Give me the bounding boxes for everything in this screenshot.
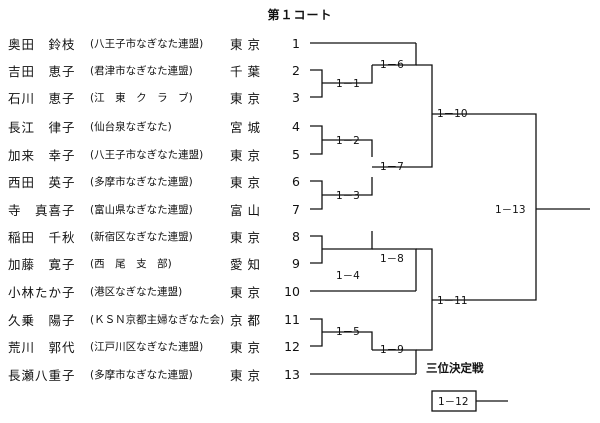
player-row: 寺 真喜子 (富山県なぎなた連盟) 富山 7 [8,200,308,218]
match-label-6: 1－6 [380,59,404,71]
line-m1 [322,65,373,84]
player-prefecture: 東京 [230,90,266,106]
player-prefecture: 京都 [230,312,266,328]
match-label-9: 1－9 [380,344,404,356]
line-p6-p7 [310,180,323,210]
player-row: 荒川 郭代 (江戸川区なぎなた連盟) 東京 12 [8,337,308,355]
match-labels: 1－1 1－2 1－3 1－4 1－5 1－6 1－7 1－8 1－9 1－10… [336,59,526,408]
player-prefecture: 愛知 [230,256,266,272]
bracket-paths [310,42,590,412]
player-number: 1 [292,35,300,51]
player-number: 4 [292,118,300,134]
player-prefecture: 東京 [230,367,266,383]
match-label-5: 1－5 [336,326,360,338]
player-prefecture: 宮城 [230,119,266,135]
player-prefecture: 東京 [230,174,266,190]
line-m13 [432,113,537,301]
player-club: (仙台泉なぎなた) [90,120,172,133]
player-name: 稲田 千秋 [8,229,76,245]
player-name: 長瀬八重子 [8,367,76,383]
player-name: 石川 恵子 [8,90,76,106]
player-row: 小林たか子 (港区なぎなた連盟) 東京 10 [8,282,308,300]
line-m4 [322,231,373,250]
player-prefecture: 東京 [230,36,266,52]
player-number: 8 [292,228,300,244]
player-number: 7 [292,201,300,217]
court-title: 第１コート [267,8,333,22]
player-number: 13 [284,366,300,382]
player-name: 加来 幸子 [8,147,76,163]
player-number: 9 [292,255,300,271]
player-number: 12 [284,338,300,354]
match-label-3: 1－3 [336,190,360,202]
player-club: (多摩市なぎなた連盟) [90,368,193,381]
player-prefecture: 千葉 [230,63,266,79]
player-club: (富山県なぎなた連盟) [90,203,193,216]
line-p11-p12 [310,318,323,347]
match-label-7: 1－7 [380,161,404,173]
player-row: 吉田 恵子 (君津市なぎなた連盟) 千葉 2 [8,61,308,79]
player-number: 2 [292,62,300,78]
player-prefecture: 東京 [230,284,266,300]
player-row: 稲田 千秋 (新宿区なぎなた連盟) 東京 8 [8,227,308,245]
line-p2-p3 [310,69,323,98]
player-club: (君津市なぎなた連盟) [90,64,193,77]
player-club: (江 東 ク ラ ブ) [90,91,193,104]
match-label-12: 1－12 [438,396,469,408]
player-row: 長江 律子 (仙台泉なぎなた) 宮城 4 [8,117,308,135]
line-p8-p9 [310,235,323,264]
player-prefecture: 東京 [230,147,266,163]
player-name: 寺 真喜子 [8,202,76,218]
player-name: 小林たか子 [8,284,76,300]
third-place-label: 三位決定戦 [426,361,484,375]
line-m11 [416,248,433,351]
match-label-8: 1－8 [380,253,404,265]
match-label-13: 1－13 [495,204,526,216]
player-row: 久乗 陽子 (ＫＳＮ京都主婦なぎなた会) 京都 11 [8,310,308,328]
player-name: 久乗 陽子 [8,312,76,328]
player-name: 吉田 恵子 [8,63,76,79]
player-name: 長江 律子 [8,119,76,135]
player-name: 西田 英子 [8,174,76,190]
player-prefecture: 東京 [230,339,266,355]
player-prefecture: 富山 [230,202,266,218]
player-row: 加来 幸子 (八王子市なぎなた連盟) 東京 5 [8,145,308,163]
player-club: (八王子市なぎなた連盟) [90,37,204,50]
match-label-10: 1－10 [437,108,468,120]
line-m10 [416,64,433,168]
player-name: 奥田 鈴枝 [8,36,76,52]
player-prefecture: 東京 [230,229,266,245]
player-row: 奥田 鈴枝 (八王子市なぎなた連盟) 東京 1 [8,34,308,52]
player-number: 11 [284,311,300,327]
player-number: 3 [292,89,300,105]
player-name: 荒川 郭代 [8,339,76,355]
player-club: (新宿区なぎなた連盟) [90,230,193,243]
player-club: (ＫＳＮ京都主婦なぎなた会) [90,313,225,326]
match-label-4: 1－4 [336,270,360,282]
match-label-11: 1－11 [437,295,468,307]
line-m5 [322,331,373,350]
player-row: 石川 恵子 (江 東 ク ラ ブ) 東京 3 [8,88,308,106]
player-row: 西田 英子 (多摩市なぎなた連盟) 東京 6 [8,172,308,190]
player-club: (西 尾 支 部) [90,257,172,270]
player-club: (江戸川区なぎなた連盟) [90,340,204,353]
player-number: 10 [284,283,300,299]
line-m3 [322,177,373,196]
player-row: 加藤 寛子 (西 尾 支 部) 愛知 9 [8,254,308,272]
line-p4-p5 [310,125,323,155]
player-name: 加藤 寛子 [8,256,76,272]
match-label-2: 1－2 [336,135,360,147]
player-number: 5 [292,146,300,162]
match-label-1: 1－1 [336,78,360,90]
player-club: (八王子市なぎなた連盟) [90,148,204,161]
line-m2 [322,139,373,157]
player-club: (港区なぎなた連盟) [90,285,183,298]
player-club: (多摩市なぎなた連盟) [90,175,193,188]
player-number: 6 [292,173,300,189]
player-row: 長瀬八重子 (多摩市なぎなた連盟) 東京 13 [8,365,308,383]
